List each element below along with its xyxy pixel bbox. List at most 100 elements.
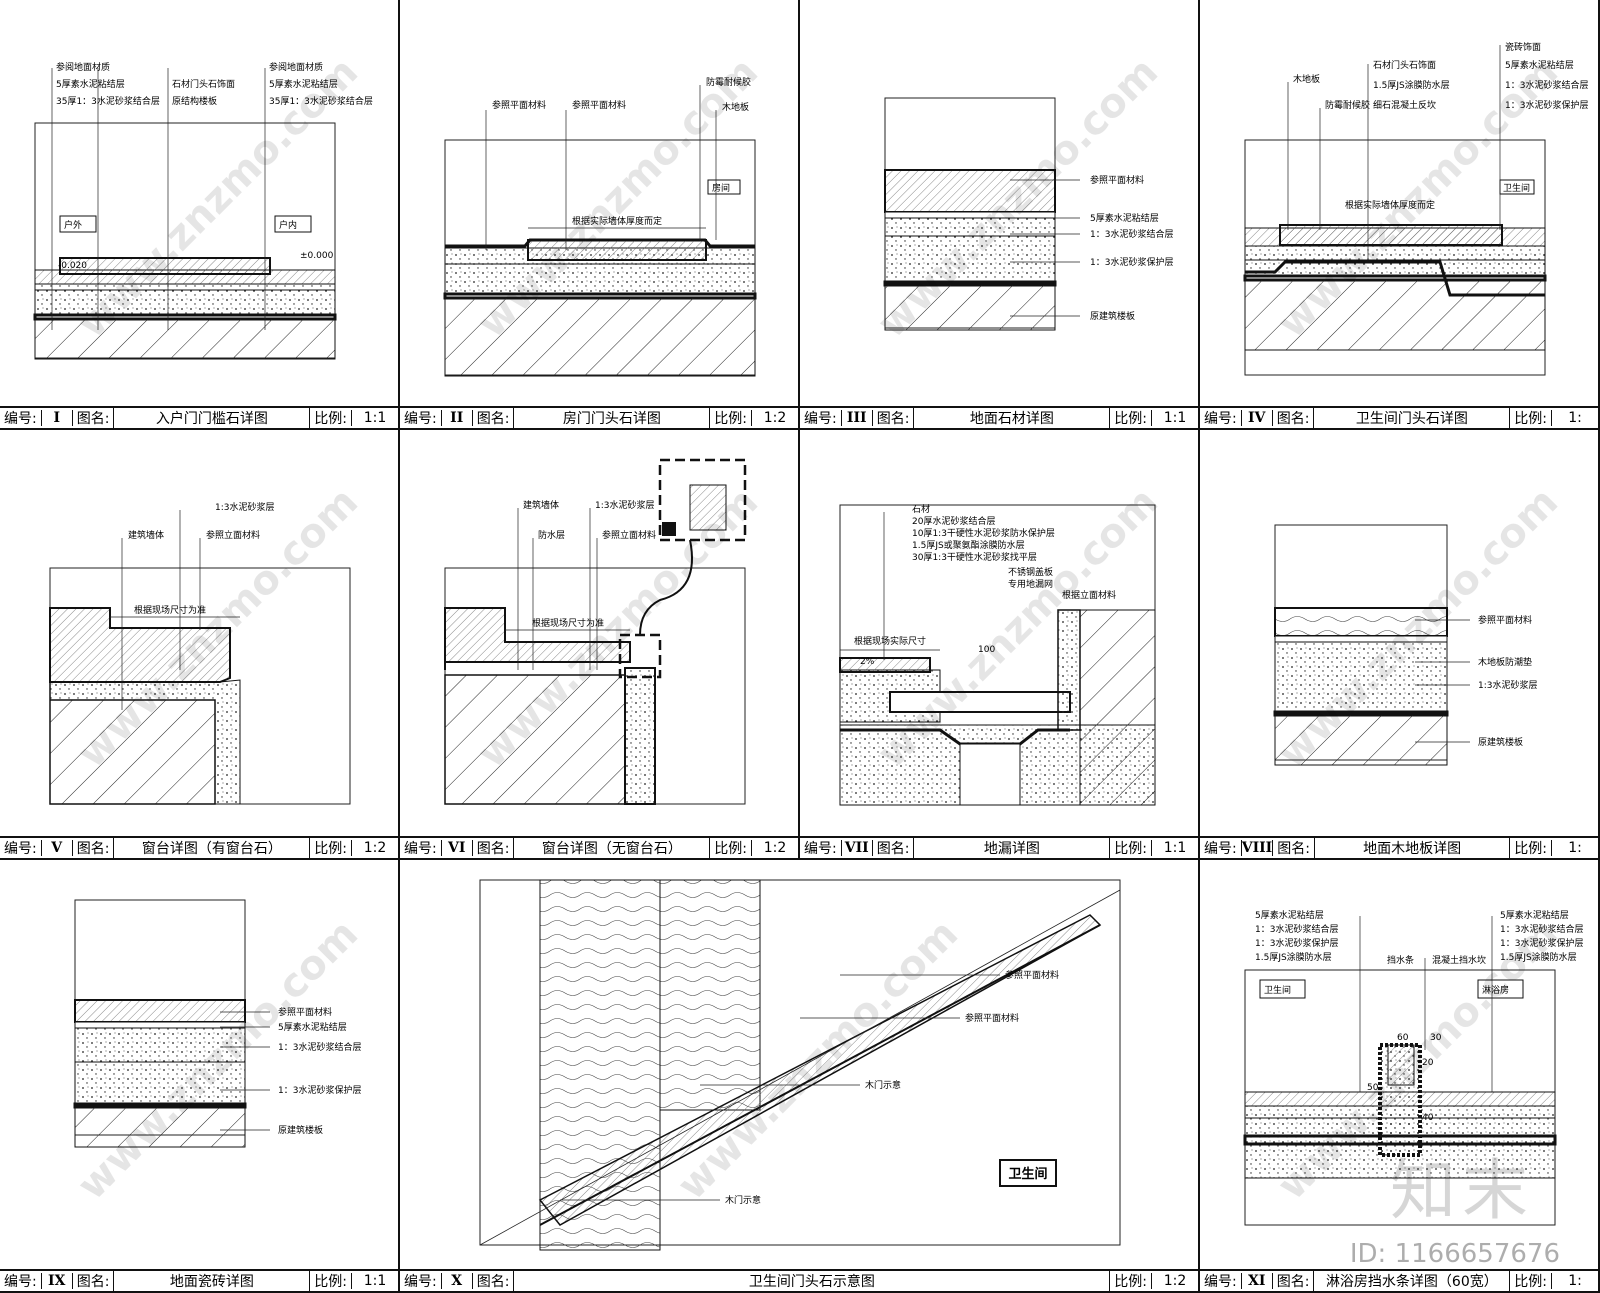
number-label: 编号: — [804, 411, 837, 427]
name-label: 图名: — [476, 841, 510, 857]
callout-1: 参照平面材料 — [965, 1012, 1019, 1024]
detail-panel-viii: 参照平面材料木地板防潮垫1:3水泥砂浆层原建筑楼板www.znzmo.com编号… — [1200, 430, 1600, 860]
scale-label: 比例: — [1514, 1274, 1547, 1290]
number-label: 编号: — [4, 1274, 37, 1290]
dim-20: 20 — [1422, 1058, 1434, 1068]
name-label: 图名: — [876, 841, 910, 857]
name-label: 图名: — [476, 1274, 510, 1290]
callout-0: 参照平面材料 — [1478, 614, 1532, 626]
number-label: 编号: — [404, 1274, 437, 1290]
callout-1: 20厚水泥砂浆结合层 — [912, 515, 995, 527]
callout-8: 1：3水泥砂浆保护层 — [1505, 99, 1588, 111]
number-label: 编号: — [1204, 411, 1237, 427]
callout-3: 原建筑楼板 — [1478, 736, 1523, 748]
callout-2: 1：3水泥砂浆保护层 — [1255, 937, 1338, 949]
dim-50: 50 — [1367, 1083, 1379, 1093]
dim-40: 40 — [1422, 1113, 1434, 1123]
callout-2: 参照立面材料 — [206, 529, 260, 541]
drawing-name: 地面石材详图 — [913, 408, 1111, 428]
callout-5: 混凝土挡水坎 — [1432, 954, 1486, 966]
drawing-number: VIII — [1240, 840, 1274, 856]
callout-3: 1：3水泥砂浆保护层 — [278, 1084, 361, 1096]
callout-4: 原建筑楼板 — [278, 1124, 323, 1136]
callout-5: 瓷砖饰面 — [1505, 41, 1541, 53]
tag-bathroom: 卫生间 — [1503, 182, 1530, 194]
number-label: 编号: — [804, 841, 837, 857]
detail-drawing: 1:3水泥砂浆层建筑墙体参照立面材料根据现场尺寸为准 — [49, 501, 351, 805]
number-label: 编号: — [404, 411, 437, 427]
drawing-name: 房门门头石详图 — [513, 408, 711, 428]
drawing-scale: 1: — [1551, 840, 1598, 856]
drawing-number: VI — [440, 840, 473, 856]
dim-30: 30 — [1430, 1033, 1442, 1043]
callout-4: 根据实际墙体厚度而定 — [572, 215, 662, 227]
callout-9: 1.5厚JS涂膜防水层 — [1500, 951, 1577, 963]
callout-4: 挡水条 — [1387, 954, 1414, 966]
tag-shower: 淋浴房 — [1482, 984, 1509, 996]
callout-1: 1：3水泥砂浆结合层 — [1255, 923, 1338, 935]
callout-9: 根据实际墙体厚度而定 — [1345, 199, 1435, 211]
drawing-scale: 1:1 — [1151, 410, 1198, 426]
scale-label: 比例: — [314, 1274, 347, 1290]
callout-3: 石材门头石饰面 — [172, 78, 235, 90]
drawing-number: IV — [1240, 410, 1273, 426]
callout-3: 参照立面材料 — [602, 529, 656, 541]
scale-label: 比例: — [314, 411, 347, 427]
detail-panel-x: 卫生间参照平面材料参照平面材料木门示意木门示意www.znzmo.com编号:X… — [400, 860, 1200, 1293]
name-label: 图名: — [1277, 841, 1310, 857]
drawing-scale: 1:1 — [351, 410, 398, 426]
name-label: 图名: — [476, 411, 510, 427]
drawing-name: 地面木地板详图 — [1313, 838, 1511, 858]
name-label: 图名: — [1276, 1274, 1310, 1290]
name-label: 图名: — [1276, 411, 1310, 427]
callout-7: 根据立面材料 — [1062, 589, 1116, 601]
drawing-name: 淋浴房挡水条详图（60宽） — [1313, 1271, 1511, 1291]
drawing-number: II — [440, 410, 473, 426]
drawing-number: I — [40, 410, 73, 426]
callout-3: 1.5厚JS涂膜防水层 — [1255, 951, 1332, 963]
drawing-name: 地面瓷砖详图 — [113, 1271, 311, 1291]
detail-panel-v: 1:3水泥砂浆层建筑墙体参照立面材料根据现场尺寸为准www.znzmo.com编… — [0, 430, 400, 860]
callout-4: 细石混凝土反坎 — [1373, 99, 1436, 111]
callout-5: 不锈钢盖板 — [1008, 566, 1053, 578]
number-label: 编号: — [1204, 841, 1237, 857]
callout-3: 木地板 — [722, 101, 749, 113]
callout-6: 5厚素水泥粘结层 — [1505, 59, 1574, 71]
drawing-number: V — [40, 840, 73, 856]
detail-panel-iii: 参照平面材料5厚素水泥粘结层1：3水泥砂浆结合层1：3水泥砂浆保护层原建筑楼板w… — [800, 0, 1200, 430]
scale-label: 比例: — [1514, 411, 1547, 427]
drawing-name: 入户门门槛石详图 — [113, 408, 311, 428]
callout-2: 1：3水泥砂浆结合层 — [1090, 228, 1173, 240]
callout-3: 1：3水泥砂浆保护层 — [1090, 256, 1173, 268]
callout-0: 石材 — [912, 503, 930, 515]
number-label: 编号: — [1204, 1274, 1237, 1290]
callout-2: 防水层 — [538, 529, 565, 541]
name-label: 图名: — [876, 411, 910, 427]
callout-4: 30厚1:3干硬性水泥砂浆找平层 — [912, 551, 1037, 563]
callout-7: 1：3水泥砂浆结合层 — [1505, 79, 1588, 91]
drawing-name: 窗台详图（无窗台石） — [513, 838, 711, 858]
callout-1: 5厚素水泥粘结层 — [278, 1021, 347, 1033]
level-indoor: ±0.000 — [300, 251, 334, 261]
callout-6: 5厚素水泥粘结层 — [269, 78, 338, 90]
drawing-number: X — [440, 1273, 473, 1289]
callout-2: 35厚1：3水泥砂浆结合层 — [56, 95, 160, 107]
callout-0: 参照平面材料 — [1005, 969, 1059, 981]
scale-label: 比例: — [1114, 1274, 1147, 1290]
number-label: 编号: — [4, 841, 37, 857]
tag-outdoor: 户外 — [64, 219, 82, 231]
callout-1: 5厚素水泥粘结层 — [56, 78, 125, 90]
callout-0: 参照平面材料 — [1090, 174, 1144, 186]
callout-7: 35厚1：3水泥砂浆结合层 — [269, 95, 373, 107]
callout-0: 建筑墙体 — [523, 499, 559, 511]
drawing-name: 窗台详图（有窗台石） — [113, 838, 311, 858]
